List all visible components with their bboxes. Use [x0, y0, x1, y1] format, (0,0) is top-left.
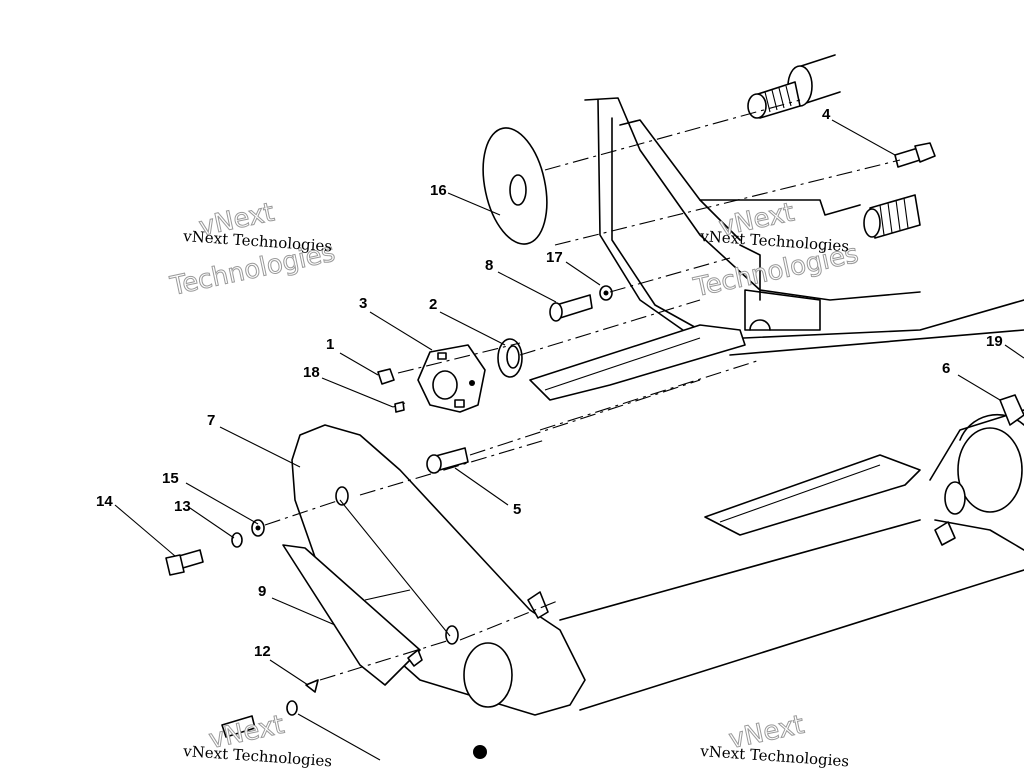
bolt-5	[426, 447, 469, 474]
callout-2: 2	[429, 296, 437, 313]
watermark-caption-bottom-left: vNext Technologies	[182, 742, 333, 768]
watermark-caption-left: vNext Technologies	[182, 227, 333, 255]
splined-shaft	[863, 194, 921, 239]
callout-14: 14	[96, 493, 113, 510]
callout-7: 7	[207, 412, 215, 429]
leader-lines	[114, 119, 1024, 761]
callout-18: 18	[303, 364, 320, 381]
rivet-12	[305, 679, 319, 693]
spring-6	[999, 394, 1024, 426]
callout-5: 5	[513, 501, 521, 518]
washer-16	[482, 127, 548, 245]
callout-6: 6	[942, 360, 950, 377]
callout-1: 1	[326, 336, 334, 353]
callout-13: 13	[174, 498, 191, 515]
washer-13	[231, 532, 243, 548]
stud-18	[392, 401, 406, 413]
callout-3: 3	[359, 295, 367, 312]
drive-shaft	[747, 54, 841, 119]
bolt-8	[549, 285, 613, 322]
footrest-lower	[704, 454, 921, 536]
bolt-4	[894, 142, 936, 168]
nut-1	[377, 368, 395, 385]
bolt-bottom	[221, 700, 487, 759]
callout-19: 19	[986, 333, 1003, 350]
watermark-caption-right: vNext Technologies	[699, 227, 850, 255]
callout-4: 4	[822, 106, 831, 123]
chassis-frame	[584, 97, 1024, 356]
callout-labels: 1 2 3 4 5 6 7 8 9 12 13 14 15 16 17 18 1…	[96, 106, 1003, 660]
callout-16: 16	[430, 182, 447, 199]
flange-3	[417, 344, 486, 413]
right-housing	[559, 409, 1024, 711]
callout-12: 12	[254, 643, 271, 660]
centerlines	[264, 99, 901, 681]
callout-8: 8	[485, 257, 493, 274]
callout-15: 15	[162, 470, 179, 487]
footrest-upper	[529, 324, 746, 401]
callout-9: 9	[258, 583, 266, 600]
callout-17: 17	[546, 249, 563, 266]
bolt-14	[165, 549, 204, 576]
plate-9	[282, 544, 423, 686]
cover-7	[291, 424, 586, 716]
bushing-2	[497, 338, 523, 378]
washer-15	[251, 519, 265, 537]
